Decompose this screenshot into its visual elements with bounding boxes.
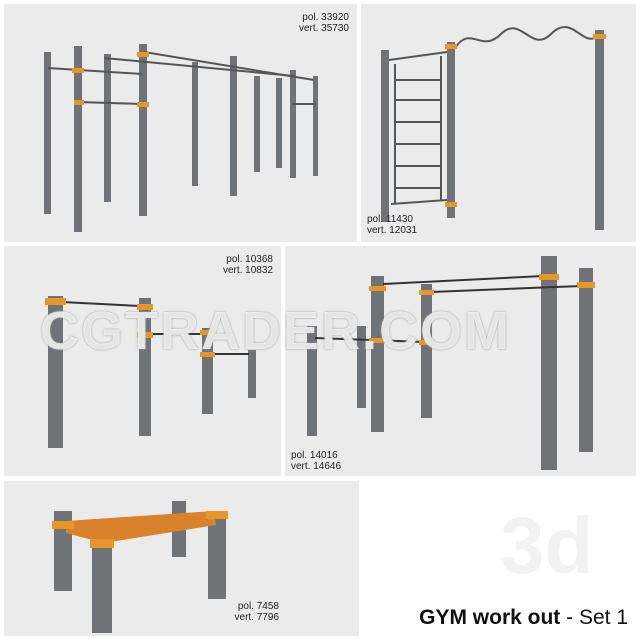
panel-model-3: pol. 10368 vert. 10832	[4, 246, 281, 476]
polygon-count: pol. 7458	[237, 601, 279, 612]
vertex-count: vert. 14646	[291, 461, 342, 472]
vertex-count: vert. 10832	[222, 265, 273, 276]
polygon-count: pol. 11430	[367, 214, 413, 225]
logo-watermark: 3d	[500, 501, 594, 590]
watermark: CGTRADER.COM	[40, 301, 511, 361]
panel-model-2: pol. 11430 vert. 12031	[361, 4, 636, 242]
panel-model-4: pol. 14016 vert. 14646	[285, 246, 636, 476]
vertex-count: vert. 7796	[234, 612, 279, 623]
polygon-count: pol. 14016	[291, 450, 338, 461]
page-title: GYM work out - Set 1	[419, 606, 628, 630]
polygon-count: pol. 10368	[226, 254, 273, 265]
title-bold: GYM work out	[419, 606, 561, 629]
title-rest: - Set 1	[560, 606, 628, 629]
vertex-count: vert. 12031	[367, 225, 418, 236]
panel-model-5: pol. 7458 vert. 7796	[4, 481, 359, 636]
polygon-count: pol. 33920	[302, 12, 349, 23]
panel-model-1: pol. 33920 vert. 35730	[4, 4, 357, 242]
vertex-count: vert. 35730	[298, 23, 349, 34]
